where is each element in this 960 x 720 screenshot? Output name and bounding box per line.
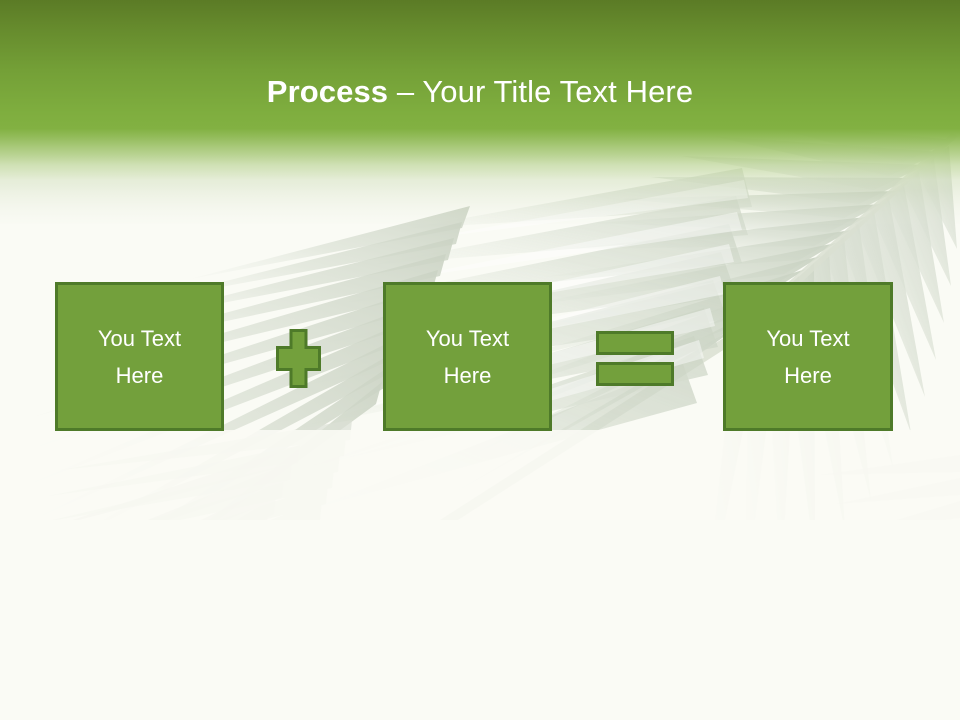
palm-frond-left-spray <box>44 420 352 594</box>
process-box-2-label: You Text Here <box>425 325 510 388</box>
page-title: Process – Your Title Text Here <box>0 72 960 112</box>
palm-frond-lower-right <box>820 455 960 552</box>
equals-operator <box>596 331 674 386</box>
process-box-1[interactable]: You Text Here <box>55 282 224 431</box>
process-box-3[interactable]: You Text Here <box>723 282 893 431</box>
equals-bar-top <box>596 331 674 355</box>
process-box-2[interactable]: You Text Here <box>383 282 552 431</box>
plus-operator <box>276 329 321 388</box>
title-bold-part: Process <box>266 73 389 109</box>
title-band-fade <box>0 129 960 191</box>
title-separator: – <box>388 73 423 109</box>
process-box-1-label: You Text Here <box>97 325 182 388</box>
equals-bar-bottom <box>596 362 674 386</box>
palm-frond-lower-left <box>48 445 300 638</box>
title-regular-part: Your Title Text Here <box>422 73 694 109</box>
process-box-3-label: You Text Here <box>766 325 850 388</box>
